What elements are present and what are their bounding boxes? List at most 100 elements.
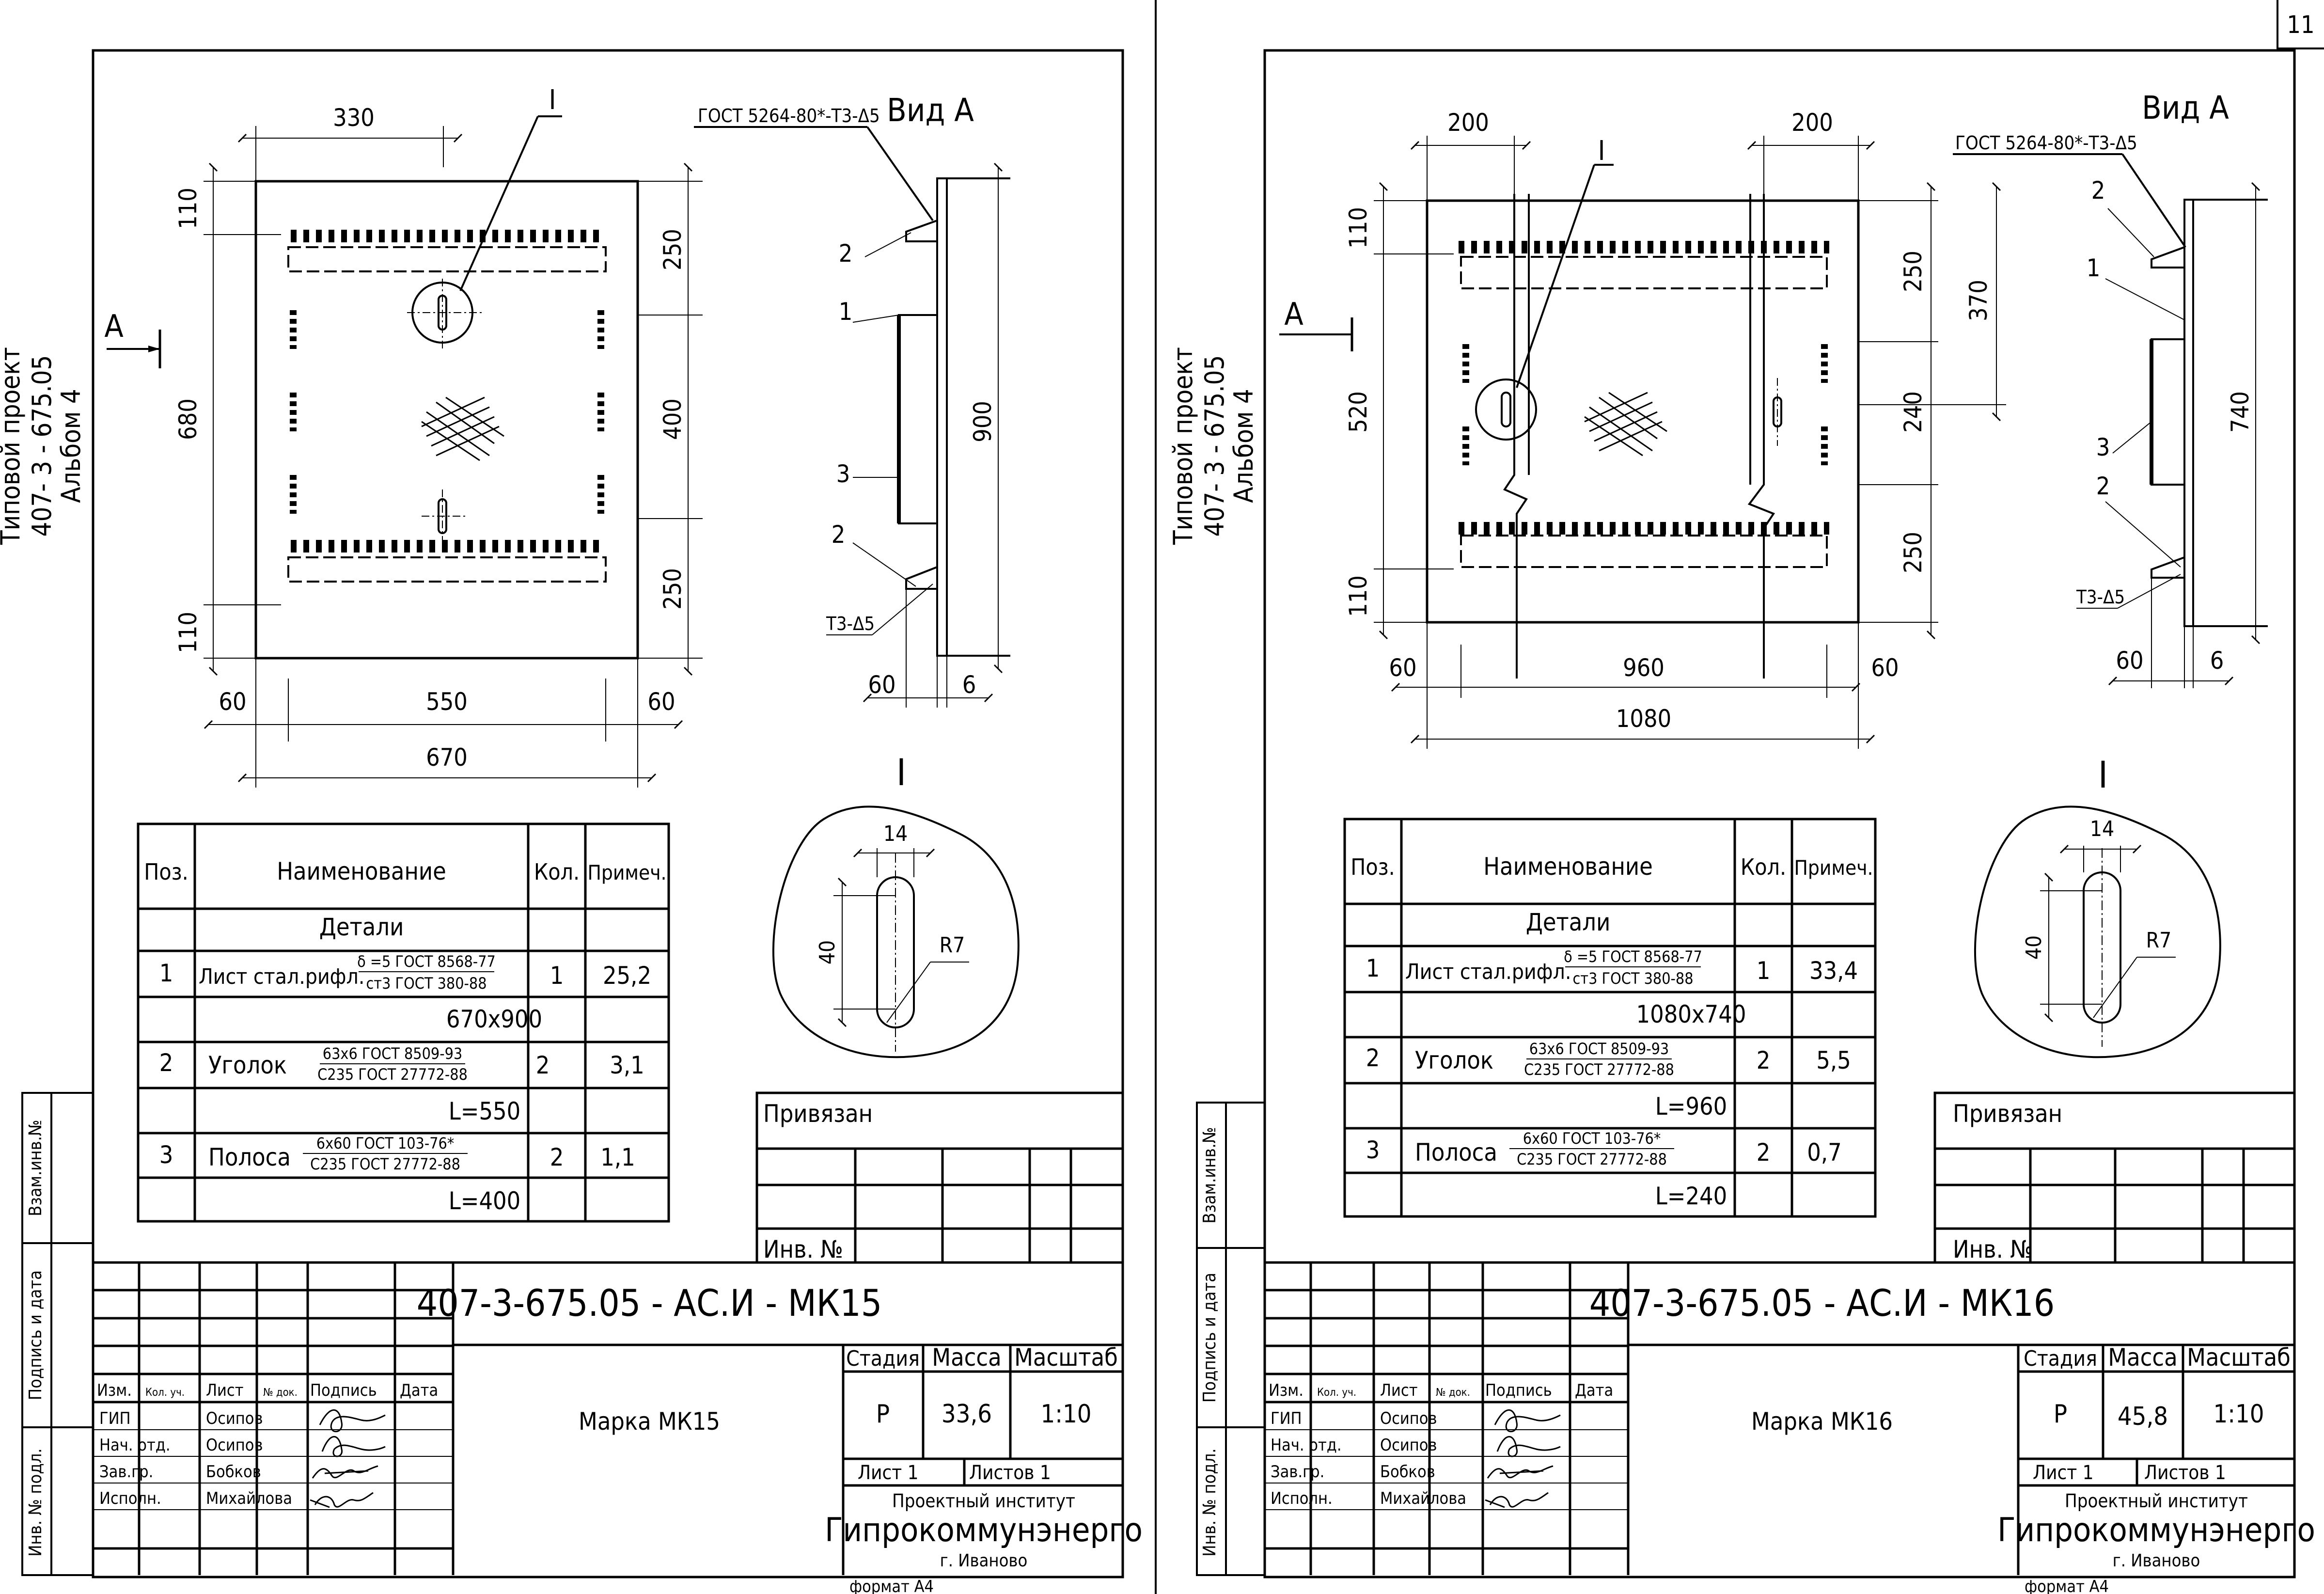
side-stamp	[21, 1092, 94, 1576]
tb-scale-label: Масштаб	[2187, 1343, 2291, 1372]
tb-org-city: г. Иваново	[940, 1551, 1028, 1571]
tb-staff3-name: Бобков	[206, 1462, 261, 1482]
view-a: Вид А ГОСТ 5264-80*-Т3-Δ5	[694, 92, 1010, 708]
binding-inv: Инв. №	[1953, 1235, 2033, 1263]
spec-header-pos: Поз.	[144, 859, 188, 885]
dim-240: 240	[1899, 391, 1927, 433]
detail-height: 40	[815, 940, 840, 964]
tb-header-kol: Кол. уч.	[1317, 1387, 1356, 1399]
title-block: Изм. Кол. уч. Лист № док. Подпись Дата Г…	[1265, 1261, 2315, 1594]
dim-960: 960	[1623, 654, 1664, 682]
plan-marker: I	[549, 84, 556, 116]
stamp-vzam: Взам.инв.№	[1200, 1127, 1220, 1223]
spec-row3-qty: 2	[1757, 1138, 1771, 1167]
binding-inv: Инв. №	[763, 1235, 843, 1263]
tb-header-izm: Изм.	[97, 1381, 132, 1400]
dim-520: 520	[1344, 391, 1372, 433]
tb-staff1-role: ГИП	[99, 1409, 131, 1428]
tb-stage-label: Стадия	[2024, 1346, 2097, 1371]
signatures	[310, 1409, 386, 1508]
spec-row3-qty: 2	[550, 1143, 564, 1171]
tb-sheet: Лист 1	[2033, 1462, 2094, 1484]
view-a-label-2-bottom: 2	[2096, 472, 2110, 500]
sidebar-title: Типовой проект 407- 3 - 675.05 Альбом 4	[1168, 347, 1259, 545]
spec-row2-qty: 2	[1757, 1046, 1771, 1074]
tb-scale: 1:10	[2213, 1400, 2264, 1429]
tb-staff4-role: Исполн.	[99, 1489, 161, 1508]
tb-sheets: Листов 1	[969, 1462, 1051, 1484]
dim-330: 330	[333, 104, 375, 132]
spec-header-note: Примеч.	[1794, 856, 1873, 880]
tb-sheet: Лист 1	[858, 1462, 919, 1484]
detail-width: 14	[2090, 817, 2114, 841]
dim-250-bottom: 250	[659, 568, 687, 610]
spec-table: Поз. Наименование Кол. Примеч. Детали 1 …	[137, 822, 670, 1223]
detail-height: 40	[2022, 935, 2046, 960]
spec-row2-name: Уголок	[1415, 1046, 1493, 1074]
tb-scale: 1:10	[1040, 1400, 1091, 1429]
spec-header-note: Примеч.	[587, 861, 666, 884]
plate-outline	[1426, 199, 1860, 624]
binding-block: Привязан Инв. №	[755, 1091, 1124, 1264]
tb-staff3-name: Бобков	[1380, 1462, 1435, 1482]
plan-marker: I	[1598, 135, 1605, 167]
spec-row3-pos: 3	[1366, 1136, 1380, 1164]
view-a: Вид А ГОСТ 5264-80*-Т3-Δ5	[1953, 89, 2268, 688]
sidebar-project: Типовой проект	[0, 347, 26, 545]
tb-designation: 407-3-675.05 - АС.И - МК15	[417, 1281, 882, 1325]
spec-row2-note: 3,1	[610, 1051, 644, 1079]
spec-row2-note: 5,5	[1816, 1046, 1851, 1074]
title-block: Изм. Кол. уч. Лист № док. Подпись Дата Г…	[93, 1261, 1143, 1594]
tb-staff2-role: Нач. отд.	[1271, 1436, 1342, 1455]
dim-400: 400	[659, 398, 687, 440]
spec-header-qty: Кол.	[1741, 854, 1786, 880]
tb-staff4-role: Исполн.	[1271, 1489, 1333, 1508]
dim-250-bottom: 250	[1899, 532, 1927, 573]
view-a-weld: Т3-Δ5	[2076, 586, 2125, 608]
sidebar-code: 407- 3 - 675.05	[1199, 355, 1230, 537]
spec-row1-note: 25,2	[603, 962, 651, 990]
spec-row3-size: L=240	[1655, 1182, 1727, 1210]
plan-view: I A	[1279, 109, 2006, 749]
spec-row1-std-bottom: ст3 ГОСТ 380-88	[1572, 969, 1693, 988]
spec-row1-size: 1080x740	[1636, 1000, 1746, 1028]
tb-org-name: Гипрокоммунэнерго	[825, 1511, 1143, 1549]
dim-60-right: 60	[1871, 654, 1899, 682]
spec-row2-size: L=960	[1655, 1092, 1727, 1121]
dim-110-top: 110	[174, 188, 202, 229]
dim-110-top: 110	[1344, 207, 1372, 249]
view-a-arrow-label: A	[104, 309, 123, 345]
spec-row3-std-bottom: С235 ГОСТ 27772-88	[310, 1155, 460, 1173]
view-a-gost: ГОСТ 5264-80*-Т3-Δ5	[698, 105, 880, 126]
spec-row2-std-top: 63х6 ГОСТ 8509-93	[1529, 1040, 1669, 1058]
detail-radius: R7	[940, 933, 965, 958]
dim-60-left: 60	[219, 688, 246, 716]
tb-name: Марка МК16	[1751, 1407, 1893, 1436]
spec-header-name: Наименование	[1483, 852, 1653, 881]
tb-staff3-role: Зав.гр.	[1271, 1462, 1324, 1482]
view-a-weld: Т3-Δ5	[826, 613, 875, 634]
spec-section: Детали	[1526, 908, 1611, 936]
spec-table: Поз. Наименование Кол. Примеч. Детали 1 …	[1343, 818, 1877, 1218]
dim-110-bottom: 110	[174, 612, 202, 653]
view-a-dim-total: 900	[969, 401, 997, 442]
tb-header-podpis: Подпись	[1485, 1381, 1552, 1400]
tb-staff2-name: Осипов	[1380, 1436, 1437, 1455]
tb-header-ndok: № док.	[1436, 1387, 1470, 1399]
tb-org-city: г. Иваново	[2113, 1551, 2200, 1571]
detail-width: 14	[883, 821, 908, 846]
plate-outline	[254, 180, 639, 660]
spec-row3-name: Полоса	[1415, 1138, 1497, 1167]
view-a-dim-6: 6	[2210, 647, 2224, 675]
spec-row1-std-top: δ =5 ГОСТ 8568-77	[1564, 947, 1702, 966]
tb-staff1-role: ГИП	[1271, 1409, 1302, 1428]
view-a-label-2-top: 2	[2091, 176, 2105, 205]
detail-radius: R7	[2146, 928, 2172, 953]
spec-row2-pos: 2	[159, 1049, 173, 1077]
view-a-title: Вид А	[2142, 89, 2229, 126]
tb-staff2-name: Осипов	[206, 1436, 263, 1455]
tb-header-izm: Изм.	[1269, 1381, 1303, 1400]
tb-name: Марка МК15	[579, 1407, 720, 1436]
tb-staff4-name: Михайлова	[1380, 1489, 1466, 1508]
